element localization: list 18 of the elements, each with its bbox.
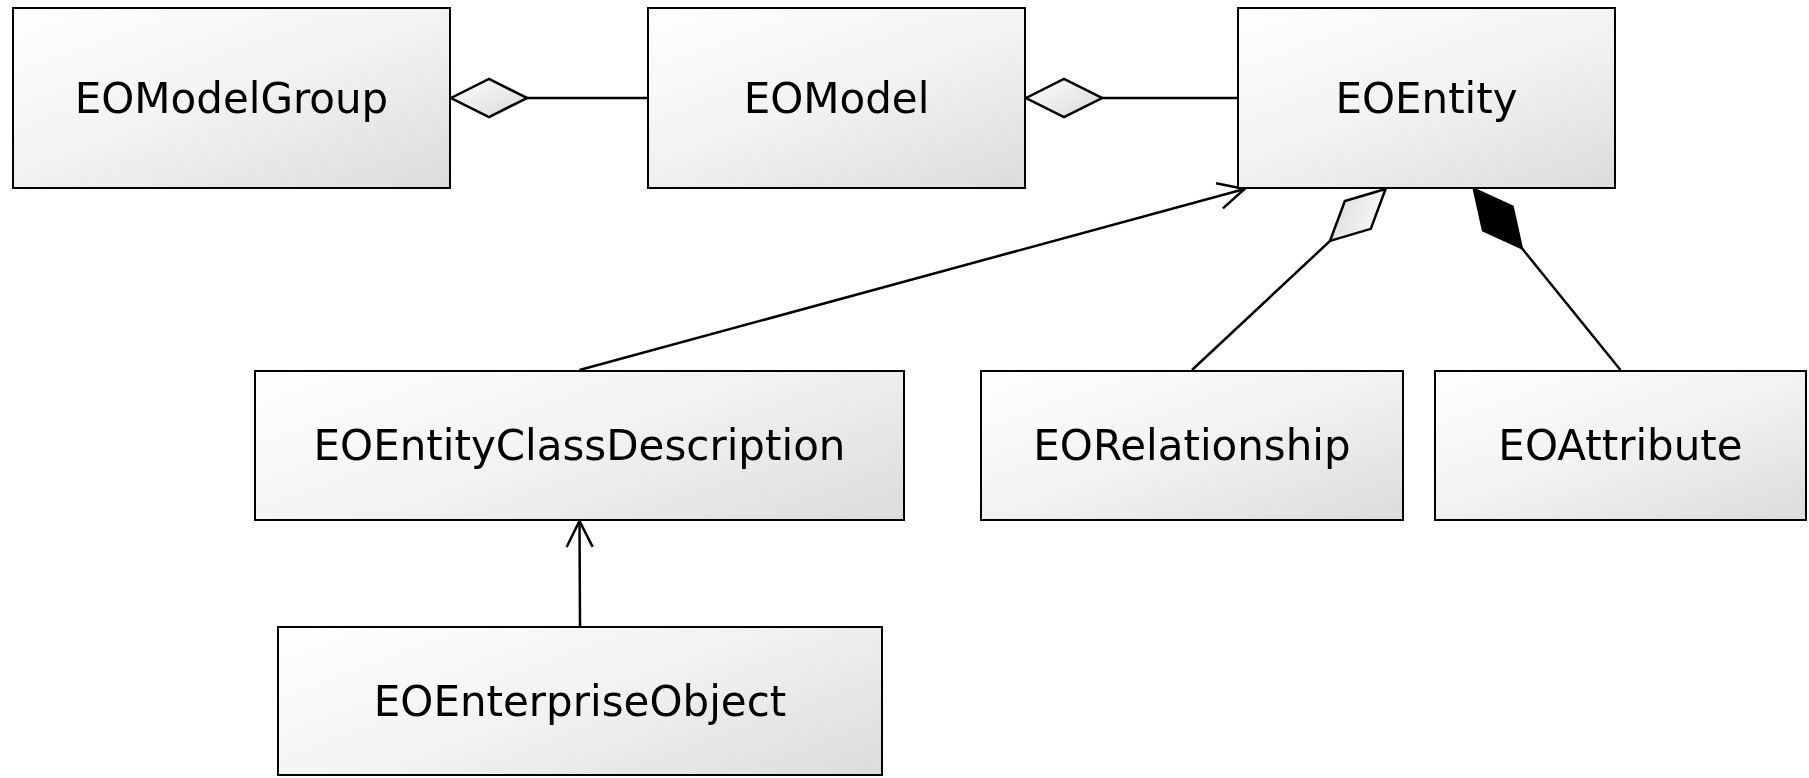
class-name: EOEnterpriseObject <box>373 676 787 726</box>
class-box <box>647 7 1026 189</box>
aggregation-connector <box>1191 187 1387 371</box>
class-name: EOAttribute <box>1498 421 1743 470</box>
class-name: EOModel <box>743 73 930 123</box>
class-box <box>1237 7 1616 189</box>
class-box <box>254 370 905 521</box>
arrow <box>565 519 594 626</box>
class-box <box>980 370 1404 521</box>
composition-connector <box>1472 187 1622 371</box>
arrow <box>579 182 1246 372</box>
class-name: EOEntityClassDescription <box>313 421 846 470</box>
class-box <box>1434 370 1807 521</box>
class-box <box>277 626 883 776</box>
class-name: EOEntity <box>1335 73 1518 123</box>
class-name: EORelationship <box>1033 421 1351 470</box>
class-box <box>12 7 451 189</box>
class-name: EOModelGroup <box>74 73 389 123</box>
